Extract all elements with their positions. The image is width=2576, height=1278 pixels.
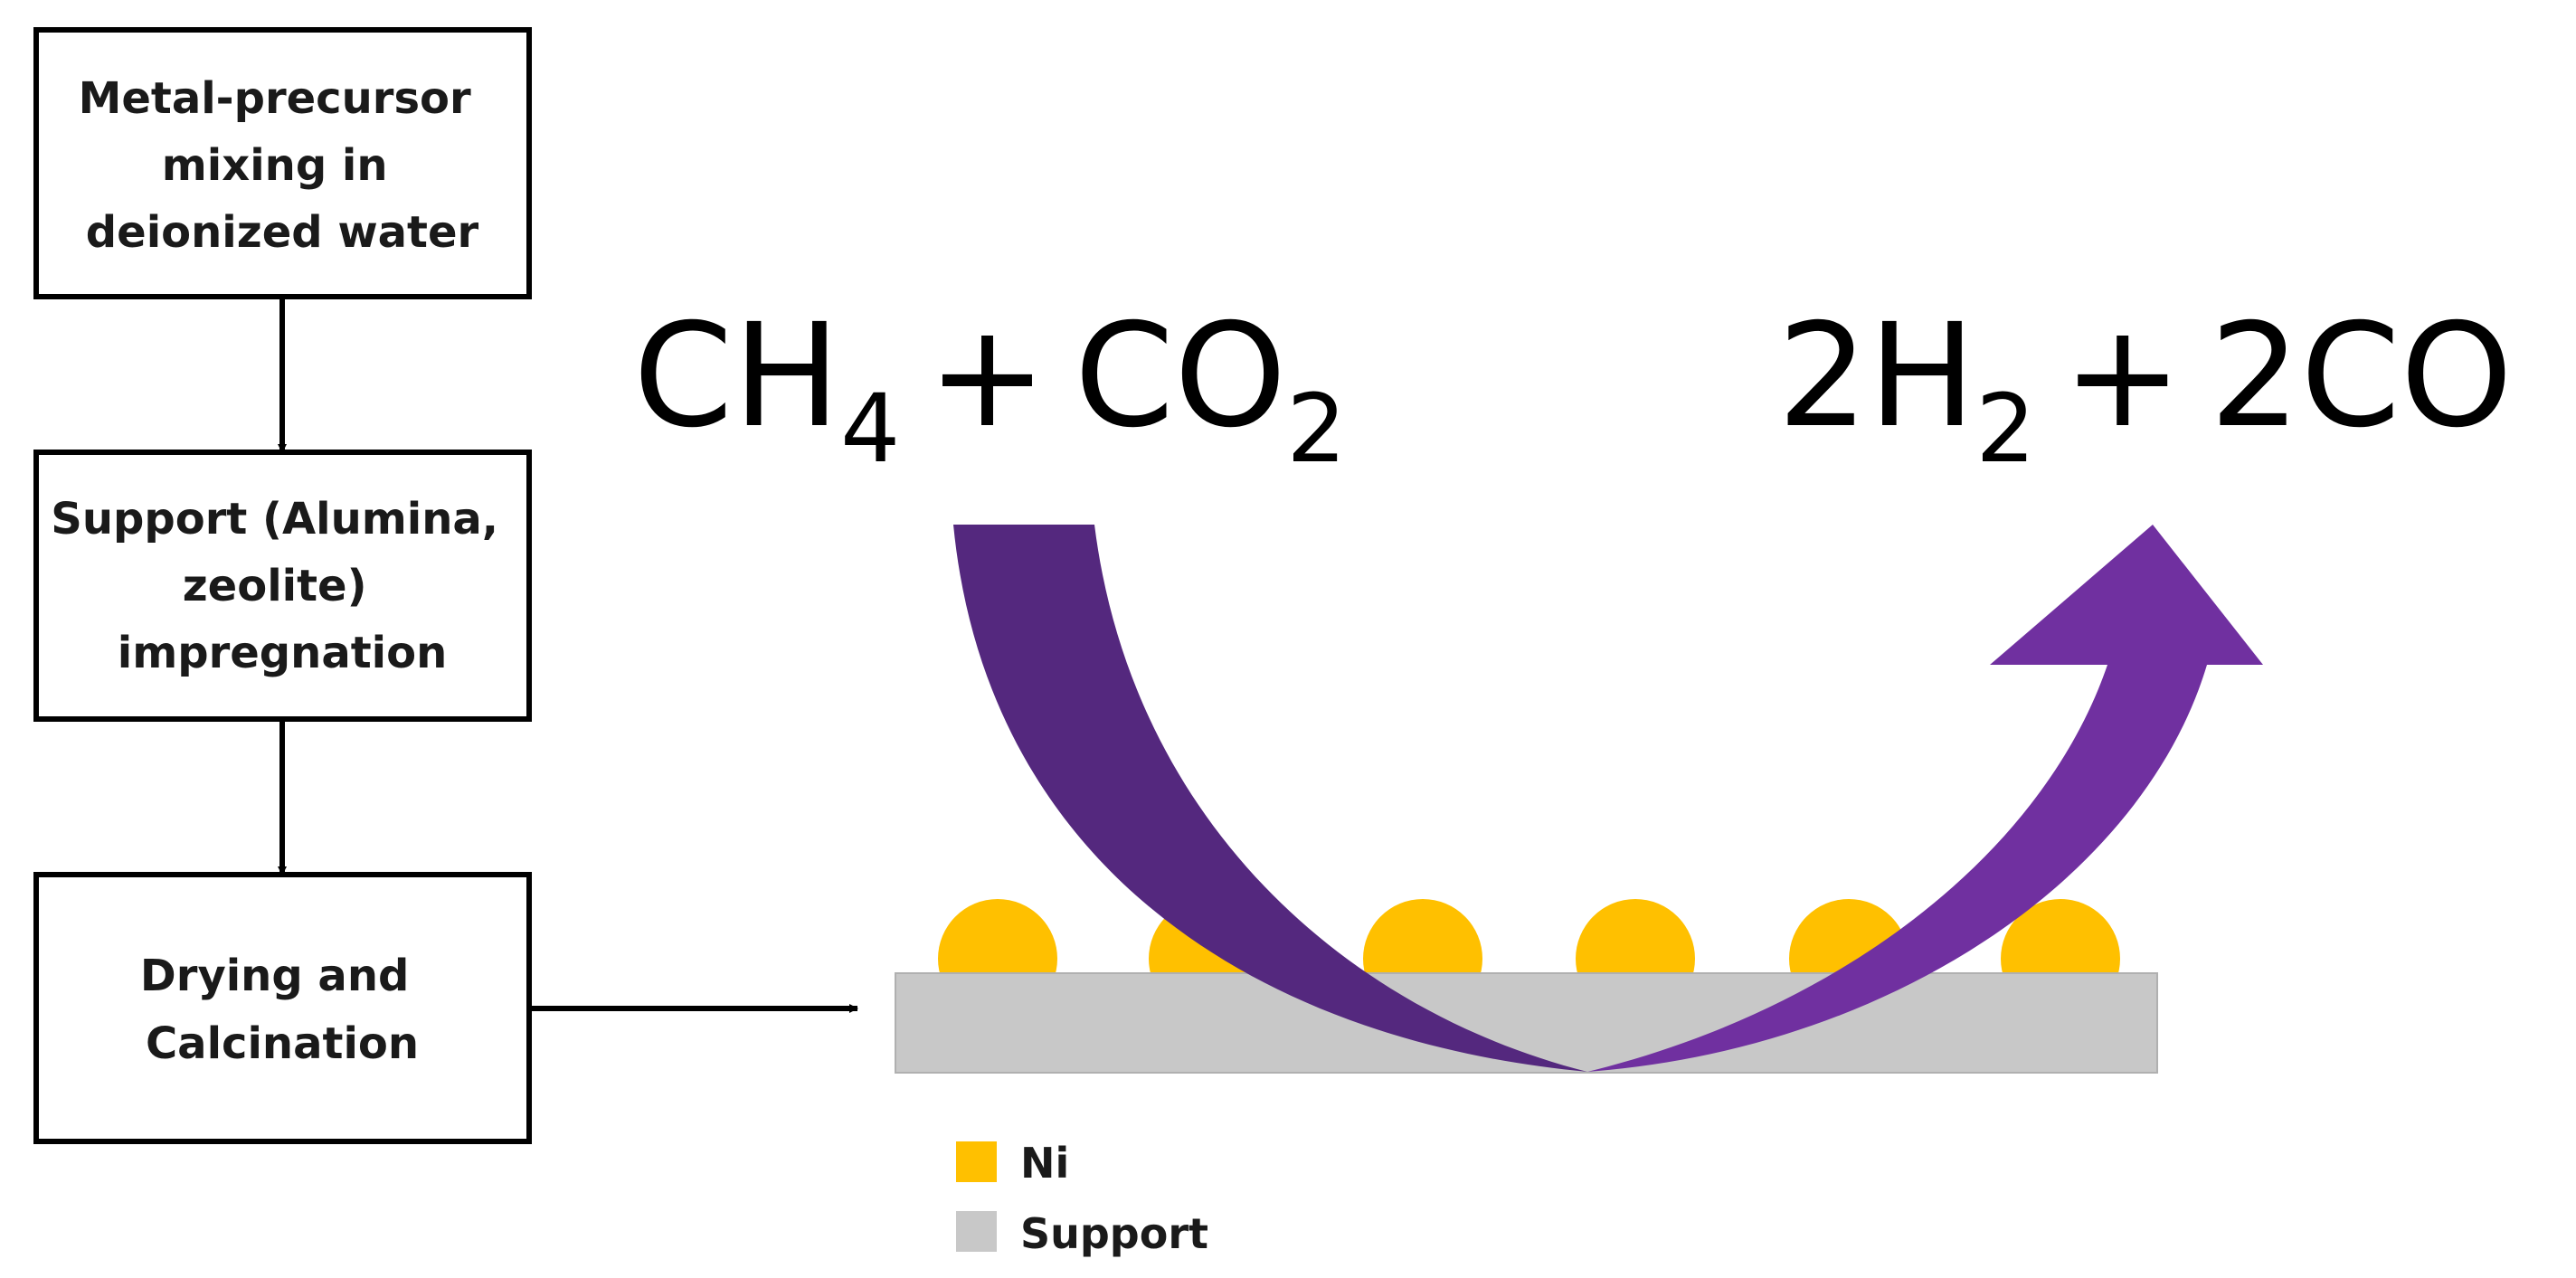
step-label-drying-calcination: Drying and Calcination (140, 951, 424, 1069)
reactant-plus: + (927, 293, 1046, 459)
step-2-line-1: Support (Alumina, (51, 494, 498, 544)
product-h-subscript: 2 (1975, 374, 2035, 484)
legend-label-support: Support (1020, 1209, 1208, 1258)
reaction-arrow-up-segment (1587, 525, 2263, 1072)
legend-label-ni: Ni (1020, 1139, 1069, 1188)
reactant-ch: CH (633, 293, 840, 459)
step-box-precursor-mixing (33, 27, 532, 299)
step-1-line-1: Metal-precursor (79, 73, 471, 124)
reactant-co: CO (1075, 293, 1287, 459)
legend-swatch-ni (956, 1141, 997, 1182)
step-1-line-3: deionized water (86, 207, 479, 258)
legend: Ni Support (956, 1139, 1208, 1258)
reactants-equation: CH4+CO2 (633, 293, 1347, 484)
process-flowchart: Metal-precursor mixing in deionized wate… (33, 27, 858, 1144)
step-box-drying-calcination (33, 872, 532, 1144)
product-co: 2CO (2210, 293, 2513, 459)
step-1-line-2: mixing in (162, 140, 388, 191)
legend-swatch-support (956, 1211, 997, 1252)
step-2-line-3: impregnation (118, 628, 448, 678)
reactant-co-subscript: 2 (1286, 374, 1346, 484)
step-3-line-1: Drying and (140, 951, 409, 1001)
step-label-support-impregnation: Support (Alumina, zeolite) impregnation (51, 494, 513, 678)
reactant-ch-subscript: 4 (840, 374, 900, 484)
product-plus: + (2063, 293, 2183, 459)
step-box-support-impregnation (33, 450, 532, 722)
reaction-curve-arrow (953, 525, 2263, 1072)
reaction-arrow-down-segment (953, 525, 1587, 1072)
product-h: 2H (1777, 293, 1975, 459)
step-2-line-2: zeolite) (183, 561, 367, 611)
products-equation: 2H2 +2CO (1777, 293, 2513, 484)
step-3-line-2: Calcination (146, 1018, 419, 1069)
step-label-precursor-mixing: Metal-precursor mixing in deionized wate… (79, 73, 487, 258)
